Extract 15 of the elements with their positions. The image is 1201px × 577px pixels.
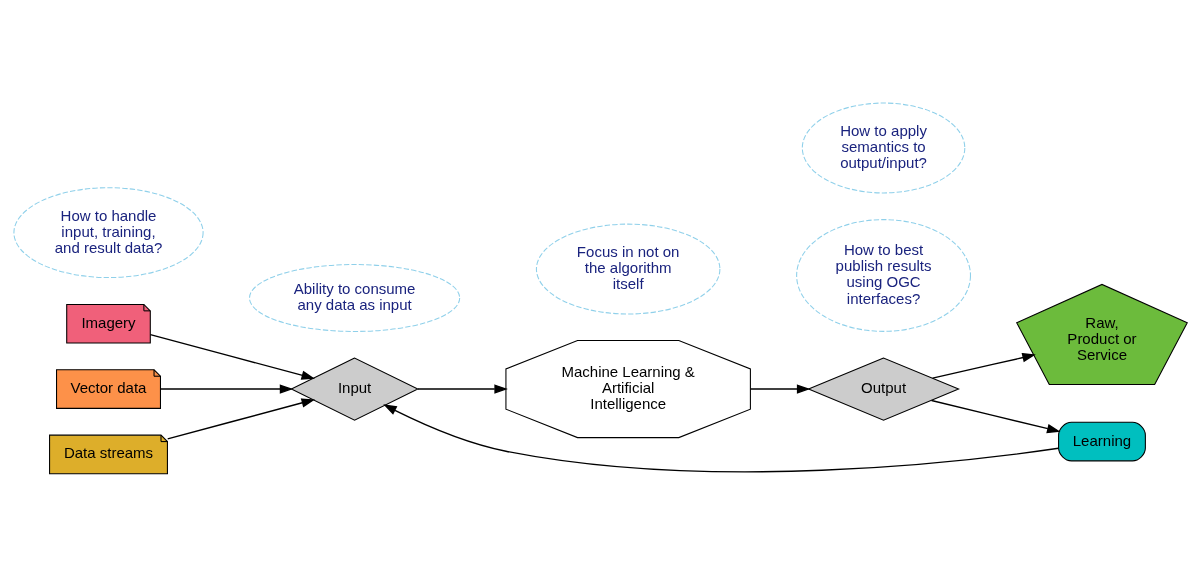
arrow xyxy=(383,404,1060,473)
arrow xyxy=(931,353,1036,379)
node-ellipse: Focus in not on the algorithm itself xyxy=(535,223,721,315)
node-ellipse: How to best publish results using OGC interfaces? xyxy=(796,219,972,332)
node-diamond: Input xyxy=(290,357,419,421)
node-box: Learning xyxy=(1058,421,1146,462)
node-ellipse: Ability to consume any data as input xyxy=(248,264,461,332)
arrow xyxy=(417,384,508,394)
arrow xyxy=(160,384,294,394)
arrow xyxy=(167,398,316,440)
arrow xyxy=(749,384,811,394)
node-ellipse: How to handle input, training, and result data? xyxy=(13,187,204,279)
node-diamond: Output xyxy=(807,357,960,421)
arrow xyxy=(930,399,1061,434)
node-ellipse: How to apply semantics to output/input? xyxy=(801,102,966,194)
